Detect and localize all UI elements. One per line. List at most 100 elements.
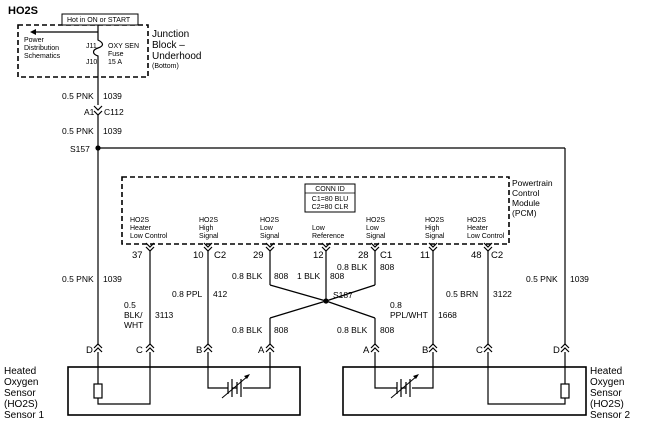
w37-circuit: 3113 [155,310,174,320]
pin-29: 29 [253,250,264,261]
fn-11-l2: High [425,225,440,232]
conn-id-title: CONN ID [315,186,345,193]
sensor1-name-2: Oxygen [4,377,38,388]
right-feed-size: 0.5 PNK [526,274,558,284]
fn-48-l1: HO2S [467,217,486,224]
w29-size: 0.8 BLK [232,271,263,281]
w37-size-3: WHT [124,320,143,330]
s1-variable-arrow [221,375,249,399]
fn-10-l3: Signal [199,233,219,240]
fn-10-l2: High [199,225,214,232]
sensor2-body [342,366,587,416]
s1-element-leads [207,352,271,389]
fn-48-l3: Low Control [467,233,505,240]
sensor2-name-1: Heated [590,366,622,377]
s1-pin-d: D [86,345,93,356]
s1-pin-c: C [136,345,143,356]
fn-48-l2: Heater [467,225,489,232]
w11-size-2: PPL/WHT [390,310,428,320]
power-dist-line-3: Schematics [24,53,61,60]
pin-48-conn: C2 [491,250,503,261]
sensor1-name-1: Heated [4,366,36,377]
s1a-circuit: 808 [274,325,288,335]
w28-size: 0.8 BLK [337,262,368,272]
junction-name-2: Block – [152,40,185,51]
left-feed-size: 0.5 PNK [62,274,94,284]
conn-id-box [304,183,356,213]
feed-wire2-circuit: 1039 [103,126,122,136]
sensor1-name-5: Sensor 1 [4,410,44,421]
power-dist-line-1: Power [24,37,45,44]
fn-29-l2: Low [260,225,274,232]
fuse-name-2: Fuse [108,51,124,58]
s2-variable-arrowhead-icon [413,374,419,379]
pcm-name-1: Powertrain [512,178,553,188]
s1-pin-a-icon [265,343,275,353]
w12-size: 1 BLK [297,271,320,281]
junction-name-3: Underhood [152,51,201,62]
s1-variable-arrowhead-icon [244,374,250,379]
c112-id: C112 [104,107,124,117]
s2-heater-icon [560,383,570,399]
w12-circuit: 808 [330,271,344,281]
left-feed-circuit: 1039 [103,274,122,284]
s1-pin-b: B [196,345,202,356]
feed-wire1-size: 0.5 PNK [62,91,94,101]
w11-circuit: 1668 [438,310,457,320]
fn-28-l1: HO2S [366,217,385,224]
w11-size-1: 0.8 [390,300,402,310]
power-dist-arrow-icon [30,29,36,35]
fn-29-l1: HO2S [260,217,279,224]
s2a-circuit: 808 [380,325,394,335]
hot-label: Hot in ON or START [67,17,131,24]
s157-label: S157 [70,144,90,154]
s2-pin-d: D [553,345,560,356]
junction-sub: (Bottom) [152,63,179,70]
pin-12: 12 [313,250,324,261]
s1-pin-a: A [258,345,265,356]
pcm-name-4: (PCM) [512,208,537,218]
sensor2-name-5: Sensor 2 [590,410,630,421]
fuse-name-3: 15 A [108,59,122,66]
sensor2-name-4: (HO2S) [590,399,624,410]
sensor2-name-2: Oxygen [590,377,624,388]
w28-circuit: 808 [380,262,394,272]
fn-37-l3: Low Control [130,233,168,240]
pin-11: 11 [420,250,430,261]
s2-variable-arrow [390,375,418,399]
hot-label-box [61,13,139,26]
w37-size-1: 0.5 [124,300,136,310]
diagram-title: HO2S [8,5,38,17]
junction-name-1: Junction [152,29,189,40]
w29-circuit: 808 [274,271,288,281]
fn-28-l3: Signal [366,233,386,240]
sensor1-body [67,366,301,416]
s1-pin-c-icon [145,343,155,353]
sensor2-name-3: Sensor [590,388,622,399]
wire-29-b [269,284,327,302]
s2-pin-c: C [476,345,483,356]
fn-12-l2: Reference [312,233,344,240]
fn-37-l1: HO2S [130,217,149,224]
pin-48: 48 [471,250,482,261]
fn-12-l1: Low [312,225,326,232]
pin-28-conn: C1 [380,250,392,261]
s1-pin-b-icon [203,343,213,353]
sensor1-name-4: (HO2S) [4,399,38,410]
pin-28: 28 [358,250,369,261]
wire-s2a-a [325,300,376,319]
s2-pin-a-icon [370,343,380,353]
fn-37-l2: Heater [130,225,152,232]
fn-11-l1: HO2S [425,217,444,224]
w10-circuit: 412 [213,289,227,299]
fuse-pin-top: J11 [86,43,97,50]
s2-element-leads [374,352,434,389]
s1-heater-lead-c [97,352,151,405]
pin-10: 10 [193,250,204,261]
w10-size: 0.8 PPL [172,289,203,299]
fuse-symbol-icon [92,32,104,70]
right-feed-circuit: 1039 [570,274,589,284]
sensor1-name-3: Sensor [4,388,36,399]
fn-10-l1: HO2S [199,217,218,224]
